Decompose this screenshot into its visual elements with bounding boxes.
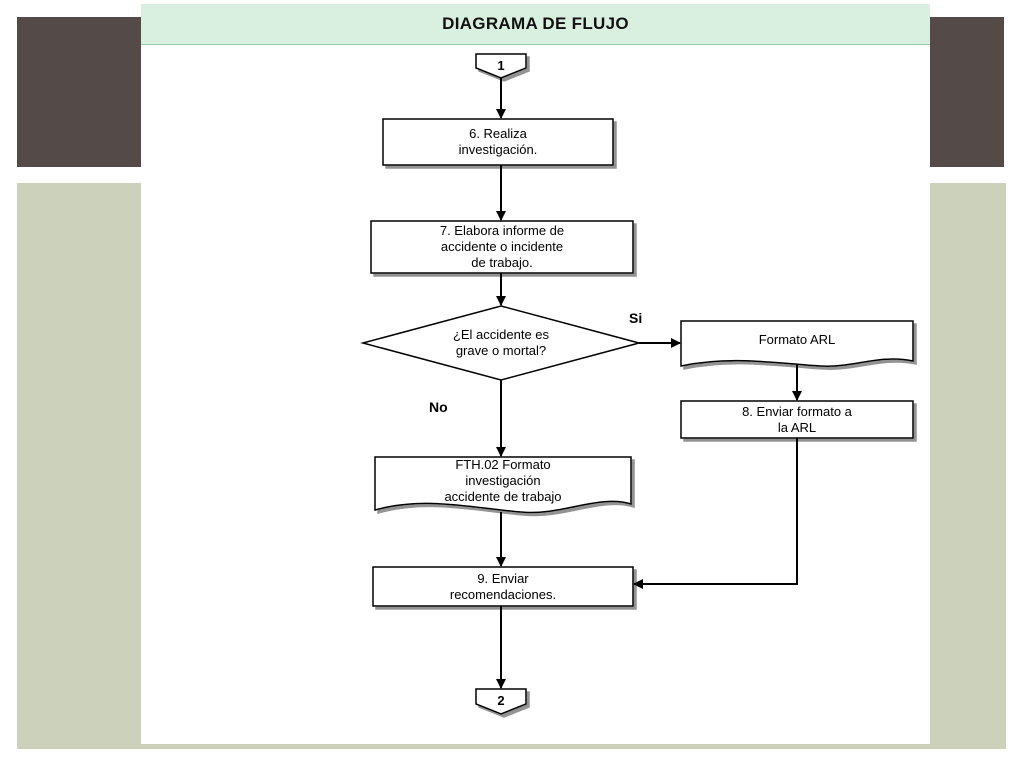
step-8-label: 8. Enviar formato a la ARL [742, 403, 852, 435]
step-6-label: 6. Realiza investigación. [458, 126, 538, 157]
flowchart-canvas: 1 2 [360, 53, 914, 715]
branch-yes-label: Si [629, 310, 643, 326]
step-8-box [680, 400, 914, 439]
step-6-box [382, 118, 614, 166]
start-connector-label: 1 [497, 58, 504, 73]
step-7-box [370, 220, 634, 274]
formato-arl-label: Formato ARL [758, 332, 836, 347]
diagram-sheet: DIAGRAMA DE FLUJO 1 2 [141, 4, 930, 744]
branch-no-label: No [429, 399, 448, 415]
step-7-label: 7. Elabora informe de accidente o incide… [439, 223, 565, 270]
formato-arl-document [680, 320, 914, 367]
end-connector-label: 2 [497, 693, 504, 708]
step-9-box [372, 566, 634, 607]
decision-label: ¿El accidente es grave o mortal? [452, 327, 550, 358]
end-connector-shape [475, 688, 527, 715]
start-connector-shape [475, 53, 527, 79]
fth-document [374, 456, 632, 514]
fth-document-label: FTH.02 Formato investigación accidente d… [444, 457, 562, 504]
step-9-label: 9. Enviar recomendaciones. [449, 570, 557, 602]
arrow-step8-to-step9 [633, 438, 798, 589]
diagram-title: DIAGRAMA DE FLUJO [141, 4, 930, 45]
